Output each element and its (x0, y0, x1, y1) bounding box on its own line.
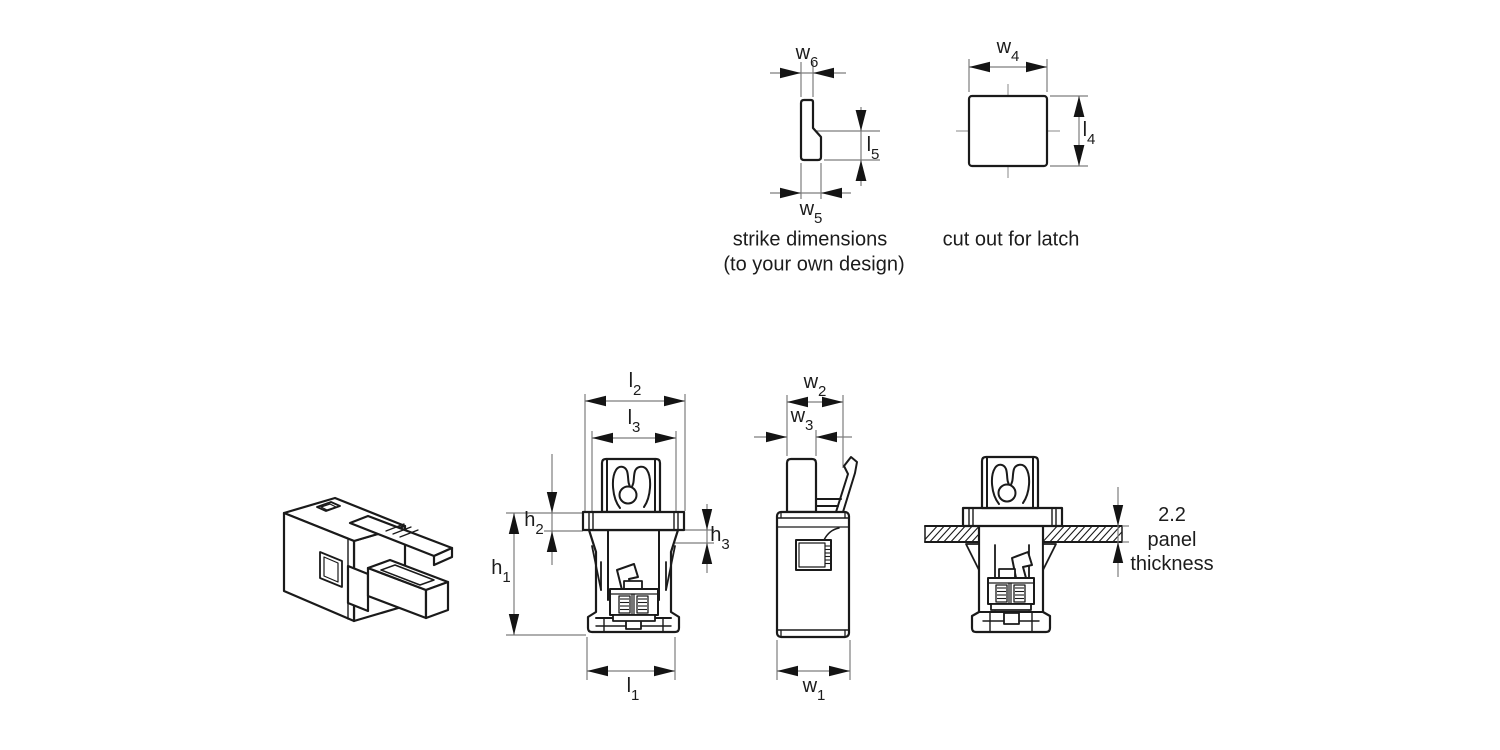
dim-label-w4: w4 (996, 36, 1020, 65)
dim-label-l2: l2 (628, 370, 642, 399)
panel-thickness-value: 2.2 (1158, 504, 1186, 526)
strike-caption-line2: (to your own design) (723, 253, 905, 276)
latch-cutout-drawing (956, 59, 1088, 178)
panel-mounted-view-drawing (924, 455, 1129, 634)
dim-label-h3: h3 (710, 524, 730, 553)
dim-label-w1: w1 (802, 675, 826, 704)
panel-thickness-word2: thickness (1130, 553, 1214, 575)
dim-label-h1: h1 (491, 557, 511, 586)
cutout-caption: cut out for latch (942, 228, 1080, 251)
dim-label-w2: w2 (803, 371, 827, 400)
dim-label-l5: l5 (866, 134, 880, 163)
dim-label-w6: w6 (795, 42, 819, 71)
dim-label-l3: l3 (627, 407, 641, 436)
dim-label-l1: l1 (626, 675, 640, 704)
strike-caption-line1: strike dimensions (732, 228, 888, 251)
panel-thickness-word1: panel (1147, 528, 1197, 551)
dim-label-w5: w5 (799, 198, 823, 227)
strike-profile-drawing (770, 62, 880, 199)
front-view-drawing (506, 394, 714, 680)
isometric-view-drawing (282, 496, 454, 623)
side-view-drawing (754, 395, 858, 680)
dim-label-w3: w3 (790, 405, 814, 434)
panel-thickness-note: 2.2 panel thickness (1130, 503, 1213, 577)
dim-label-l4: l4 (1082, 119, 1096, 148)
dim-label-h2: h2 (524, 509, 544, 538)
